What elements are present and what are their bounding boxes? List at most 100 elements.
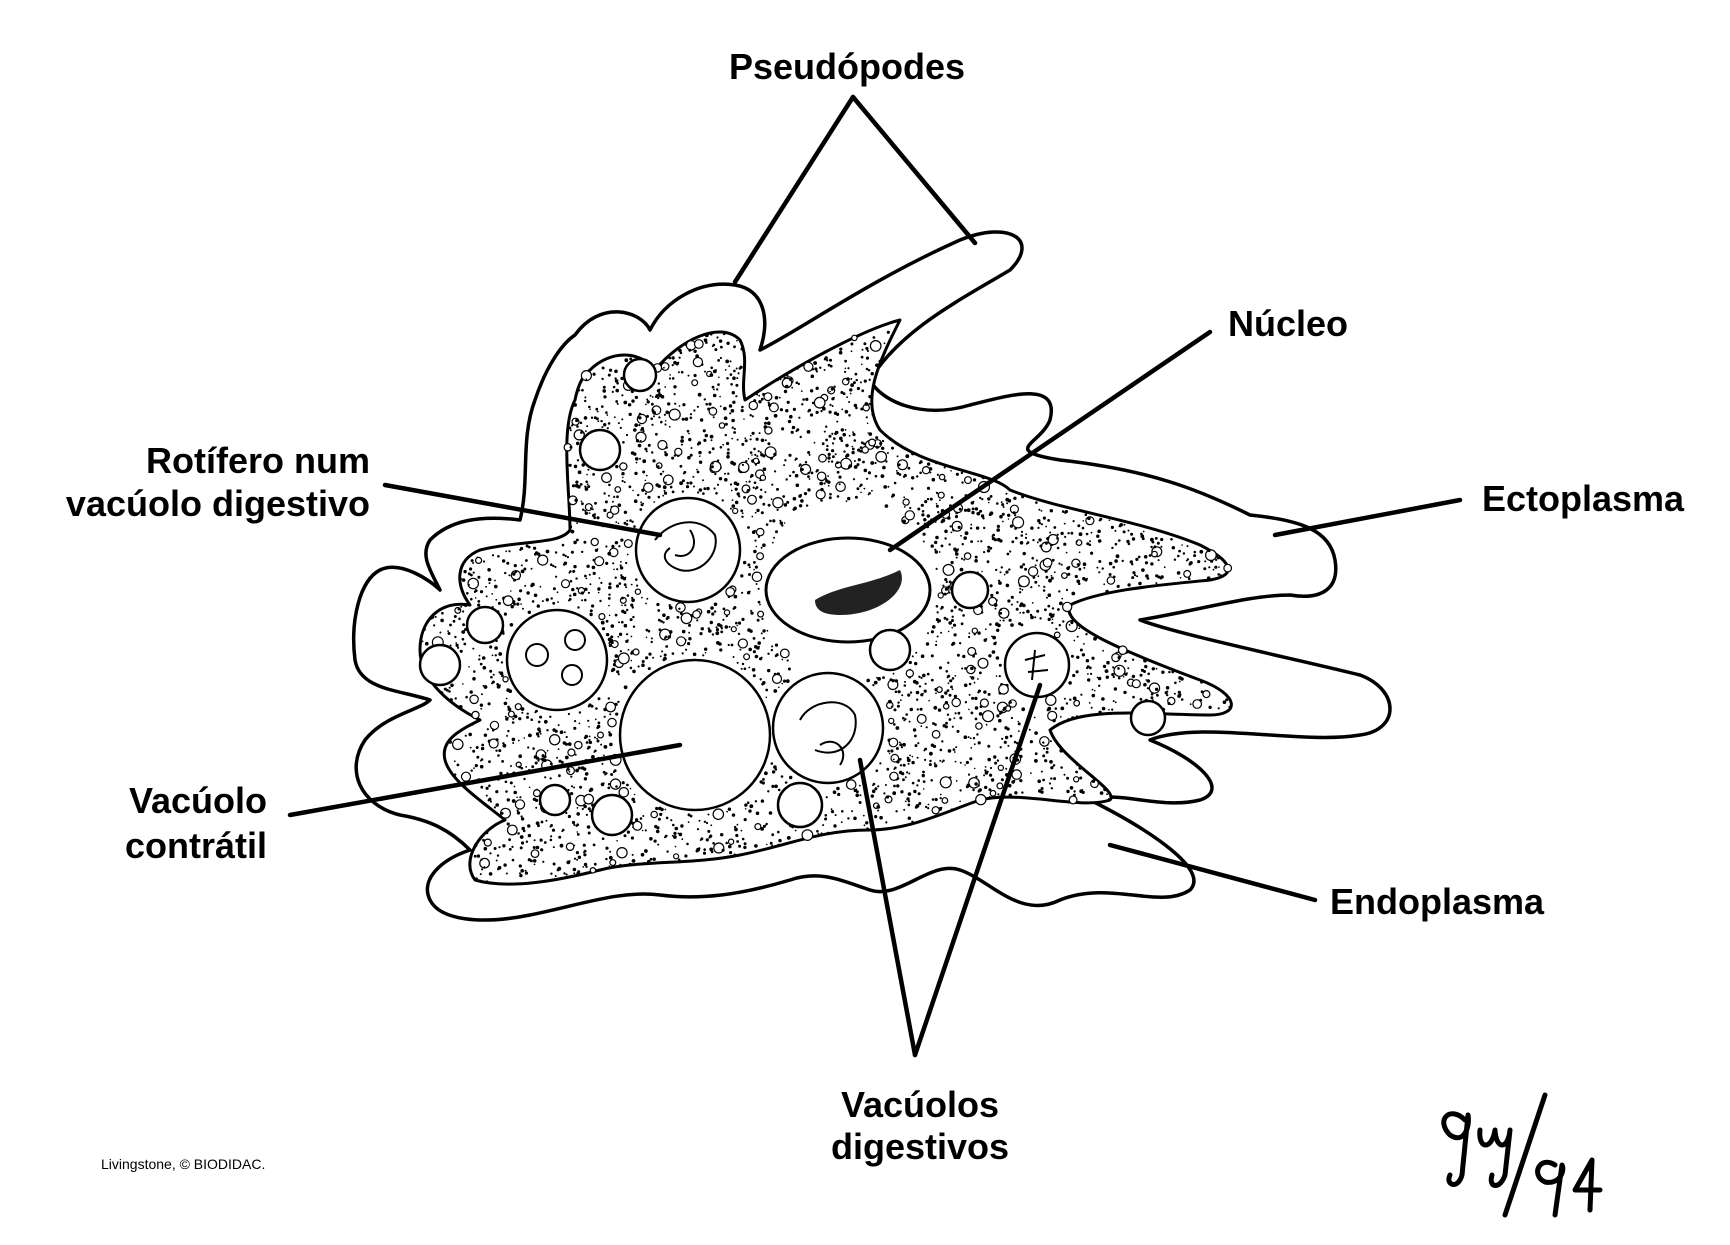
granule-dot — [940, 631, 943, 634]
granule-dot — [833, 385, 836, 388]
granule-dot — [517, 597, 521, 602]
granule-dot — [702, 479, 704, 482]
granule-dot — [502, 844, 506, 848]
granule-dot — [834, 453, 837, 456]
granule-dot — [584, 598, 587, 602]
granule-dot — [860, 355, 864, 359]
granule-dot — [632, 615, 635, 619]
granule-dot — [1189, 703, 1192, 706]
granule-dot — [500, 661, 504, 664]
granule-dot — [520, 841, 525, 845]
granule-dot — [574, 753, 577, 756]
granule-dot — [870, 461, 875, 465]
granule-vesicle — [506, 824, 518, 836]
granule-dot — [495, 803, 500, 807]
granule-dot — [762, 467, 767, 472]
granule-dot — [888, 752, 891, 755]
granule-dot — [1082, 577, 1086, 581]
granule-dot — [707, 813, 710, 816]
granule-dot — [647, 629, 651, 633]
granule-dot — [893, 784, 896, 788]
granule-dot — [608, 614, 611, 617]
granule-dot — [479, 662, 483, 666]
granule-dot — [826, 359, 829, 362]
granule-dot — [907, 792, 912, 796]
granule-dot — [1179, 693, 1182, 696]
granule-dot — [883, 792, 886, 795]
granule-dot — [896, 455, 899, 458]
granule-dot — [573, 726, 577, 730]
granule-dot — [519, 835, 524, 839]
granule-dot — [958, 507, 962, 511]
granule-dot — [619, 426, 622, 429]
granule-dot — [935, 535, 939, 540]
granule-dot — [501, 559, 506, 563]
granule-dot — [517, 832, 520, 835]
granule-dot — [626, 519, 629, 522]
granule-dot — [576, 538, 579, 542]
granule-dot — [495, 738, 499, 742]
granule-dot — [906, 771, 909, 774]
granule-dot — [631, 520, 634, 523]
granule-dot — [453, 615, 457, 618]
granule-dot — [924, 682, 927, 685]
granule-dot — [615, 584, 620, 588]
granule-dot — [840, 821, 843, 824]
granule-dot — [693, 485, 695, 488]
granule-dot — [855, 788, 858, 791]
granule-dot — [630, 451, 635, 455]
granule-dot — [688, 637, 692, 641]
granule-dot — [480, 693, 483, 696]
granule-dot — [1144, 664, 1148, 669]
granule-dot — [1135, 557, 1139, 562]
granule-dot — [710, 824, 713, 827]
granule-dot — [896, 779, 898, 781]
granule-dot — [926, 497, 930, 501]
contractile-vacuole — [618, 658, 772, 812]
digestive-vacuole-cluster — [505, 608, 609, 712]
granule-vesicle — [489, 720, 500, 731]
granule-dot — [855, 793, 859, 798]
granule-dot — [879, 441, 883, 446]
granule-dot — [943, 466, 946, 469]
granule-dot — [611, 667, 616, 672]
granule-dot — [569, 445, 573, 449]
granule-dot — [543, 758, 547, 763]
rotifer-organism — [654, 521, 717, 572]
granule-dot — [1068, 624, 1071, 626]
label-nucleo: Núcleo — [1228, 303, 1348, 344]
granule-dot — [1150, 537, 1154, 542]
granule-dot — [702, 429, 706, 433]
granule-dot — [669, 485, 673, 489]
granule-dot — [773, 765, 777, 769]
granule-dot — [955, 556, 958, 559]
granule-dot — [508, 847, 512, 851]
granule-dot — [1124, 659, 1127, 663]
granule-dot — [993, 538, 998, 542]
granule-dot — [970, 676, 975, 680]
granule-dot — [506, 688, 511, 692]
granule-dot — [1207, 548, 1211, 553]
granule-dot — [977, 540, 979, 543]
granule-dot — [521, 826, 525, 831]
granule-dot — [777, 788, 781, 792]
granule-dot — [741, 515, 744, 518]
granule-dot — [1078, 567, 1082, 571]
granule-dot — [513, 785, 516, 788]
granule-dot — [770, 762, 774, 765]
granule-dot — [1008, 793, 1013, 798]
granule-dot — [947, 661, 950, 664]
granule-dot — [1217, 573, 1220, 576]
granule-dot — [929, 751, 933, 756]
granule-dot — [792, 496, 797, 501]
granule-dot — [740, 509, 744, 513]
granule-vesicle — [772, 497, 784, 509]
granule-dot — [1066, 789, 1070, 794]
granule-dot — [735, 367, 738, 370]
granule-dot — [671, 490, 675, 494]
granule-dot — [702, 492, 705, 495]
granule-dot — [741, 591, 744, 594]
granule-dot — [656, 389, 661, 393]
granule-dot — [552, 862, 556, 866]
granule-vesicle — [916, 713, 927, 724]
